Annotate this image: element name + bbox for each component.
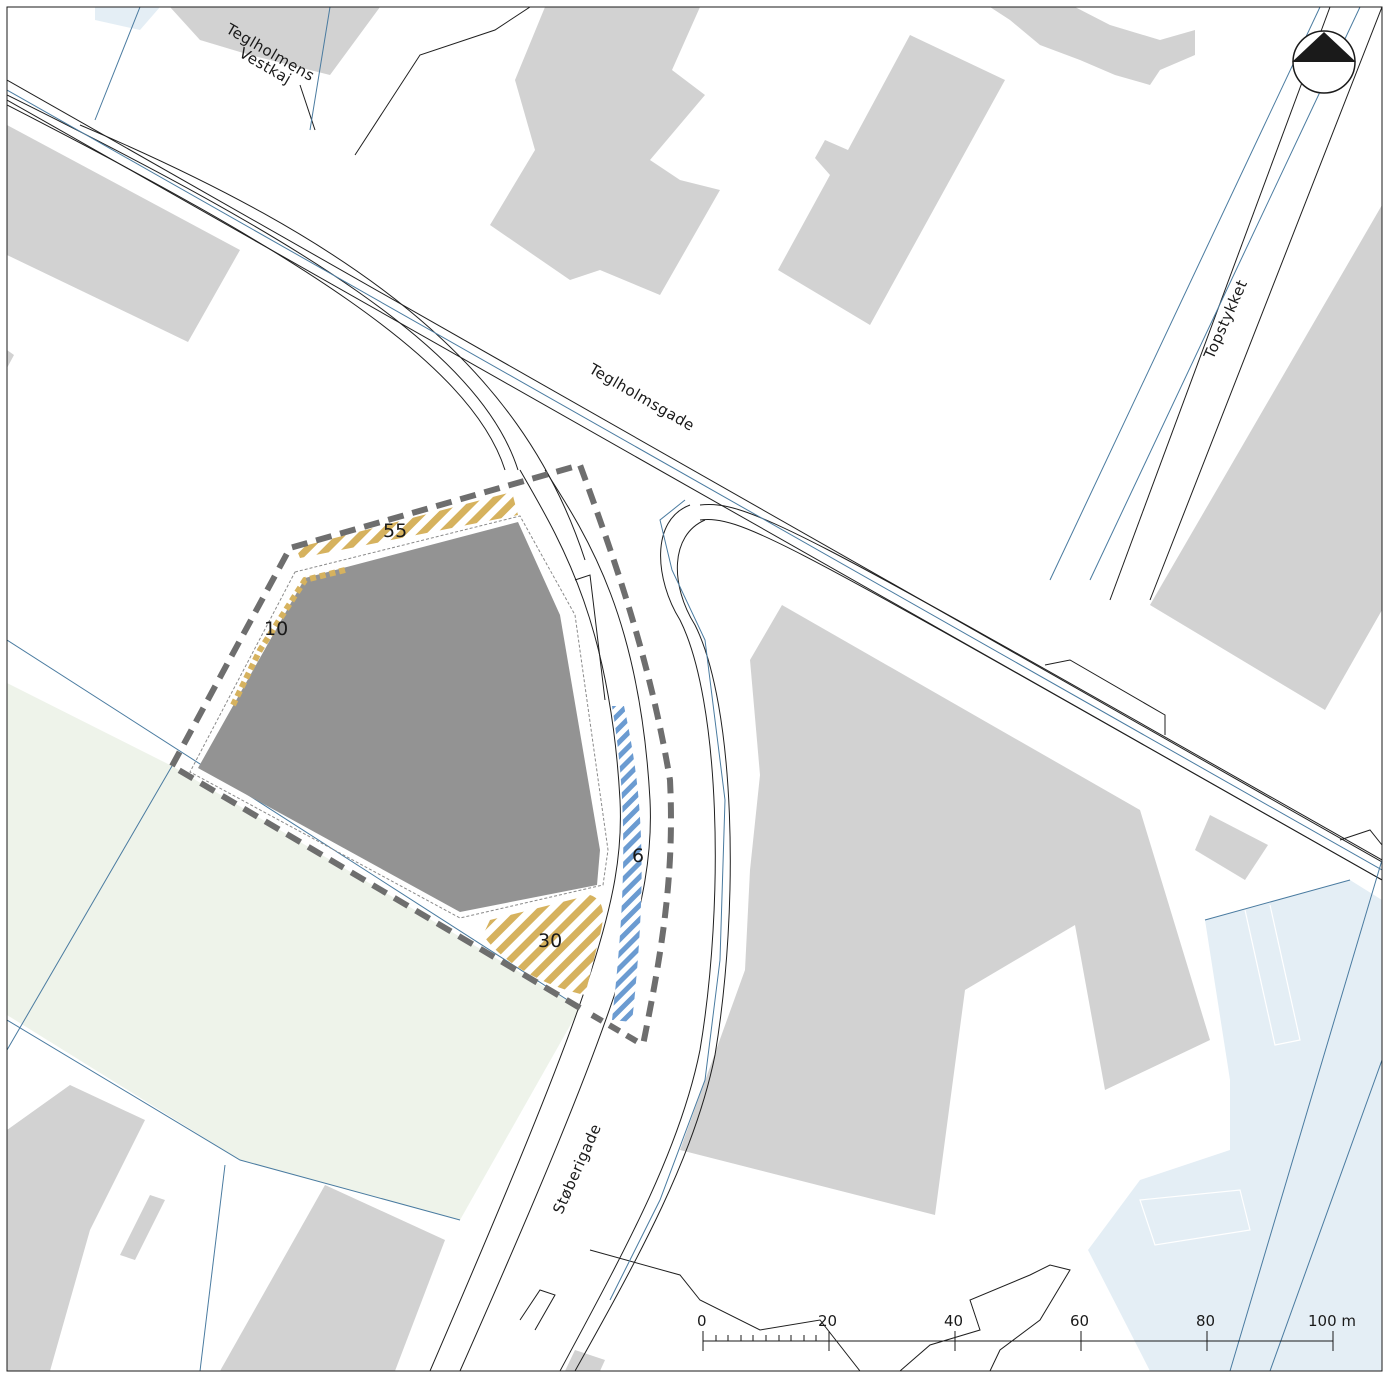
scale-bar xyxy=(702,1331,1334,1351)
street-label-stoberigade: Støberigade xyxy=(549,1121,605,1217)
building-setback-line xyxy=(189,515,609,919)
zone-west-strip xyxy=(230,567,346,707)
zone-bike-lane xyxy=(612,706,642,1022)
scale-label-60: 60 xyxy=(1070,1312,1089,1330)
scale-label-0: 0 xyxy=(697,1312,707,1330)
water-area-north xyxy=(95,7,160,30)
north-arrow-icon xyxy=(1292,30,1356,94)
zone-label-bike: 6 xyxy=(632,845,644,867)
zone-south-corner xyxy=(483,895,603,995)
zone-label-west: 10 xyxy=(264,618,288,640)
water-outlines xyxy=(1139,904,1301,1246)
street-label-teglholmsgade: Teglholmsgade xyxy=(585,359,698,434)
zone-north-strip xyxy=(296,492,518,558)
scale-label-40: 40 xyxy=(944,1312,963,1330)
project-boundary xyxy=(169,461,674,1046)
zone-label-south: 30 xyxy=(538,930,562,952)
water-area-east xyxy=(1088,880,1382,1371)
green-area xyxy=(7,683,580,1220)
scale-label-100m: 100 m xyxy=(1308,1312,1356,1330)
road-edges xyxy=(7,7,1382,1371)
map-frame xyxy=(6,6,1383,1372)
cadastral-lines xyxy=(7,7,1382,1371)
scale-label-20: 20 xyxy=(818,1312,837,1330)
scale-label-80: 80 xyxy=(1196,1312,1215,1330)
zone-label-north: 55 xyxy=(383,520,407,542)
project-boundary-south xyxy=(590,1012,645,1048)
buildings xyxy=(7,7,1382,1371)
project-building xyxy=(198,522,600,912)
